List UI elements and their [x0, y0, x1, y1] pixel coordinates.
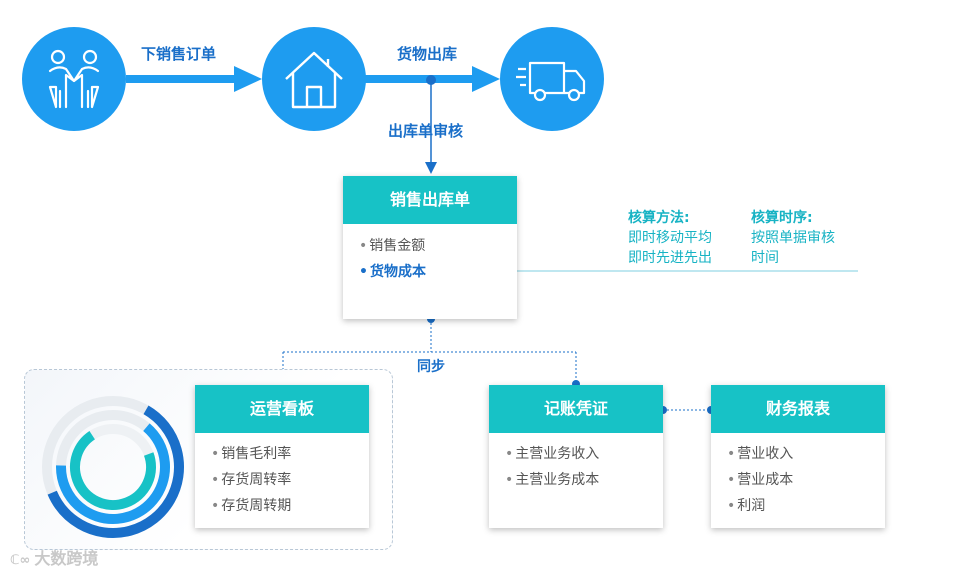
dashboard-item: •存货周转率: [211, 472, 292, 488]
dashboard-card: 运营看板 •销售毛利率 •存货周转率 •存货周转期: [195, 385, 369, 528]
costing-method-note: 核算方法: 即时移动平均 即时先进先出: [628, 208, 712, 268]
report-item: •营业收入: [727, 446, 794, 462]
dashboard-item: •存货周转期: [211, 498, 292, 514]
arrow-warehouse-to-delivery: [360, 66, 500, 92]
report-item-label: 营业收入: [737, 446, 794, 462]
outbound-item-label: 销售金额: [369, 238, 426, 254]
outbound-order-card: 销售出库单 •销售金额 •货物成本: [343, 176, 517, 319]
watermark-text: 大数跨境: [34, 549, 99, 568]
step-label-review: 出库单审核: [388, 122, 464, 140]
report-card: 财务报表 •营业收入 •营业成本 •利润: [711, 385, 885, 528]
warehouse-circle: [262, 27, 366, 131]
arrow-order-to-warehouse: [126, 66, 262, 92]
dashboard-item-label: 存货周转率: [221, 472, 292, 488]
dashboard-card-title: 运营看板: [195, 385, 369, 433]
voucher-item: •主营业务收入: [505, 446, 600, 462]
report-item: •营业成本: [727, 472, 794, 488]
report-item-label: 利润: [737, 498, 766, 514]
sync-label: 同步: [417, 359, 445, 375]
voucher-item-label: 主营业务收入: [515, 446, 600, 462]
costing-method-line: 即时先进先出: [628, 250, 712, 266]
watermark: ℂ∞大数跨境: [10, 545, 98, 569]
outbound-card-title: 销售出库单: [343, 176, 517, 224]
arrow-to-outbound-card: [425, 75, 437, 174]
costing-sequence-line: 时间: [751, 250, 779, 266]
costing-sequence-title: 核算时序:: [751, 210, 813, 226]
report-card-title: 财务报表: [711, 385, 885, 433]
voucher-item-label: 主营业务成本: [515, 472, 600, 488]
handshake-icon: [48, 49, 100, 109]
ring-chart-icon: [42, 396, 184, 538]
delivery-circle: [500, 27, 604, 131]
costing-sequence-note: 核算时序: 按照单据审核 时间: [751, 208, 835, 268]
report-item-label: 营业成本: [737, 472, 794, 488]
truck-icon: [516, 61, 586, 102]
voucher-item: •主营业务成本: [505, 472, 600, 488]
step-label-place-order: 下销售订单: [141, 45, 217, 63]
outbound-item-highlight: •货物成本: [359, 264, 426, 280]
costing-method-line: 即时移动平均: [628, 230, 712, 246]
costing-sequence-line: 按照单据审核: [751, 230, 835, 246]
dashboard-item-label: 销售毛利率: [221, 446, 292, 462]
step-label-ship-goods: 货物出库: [397, 45, 458, 63]
dashboard-item: •销售毛利率: [211, 446, 292, 462]
house-icon: [285, 51, 343, 109]
dashboard-item-label: 存货周转期: [221, 498, 292, 514]
costing-method-title: 核算方法:: [628, 210, 690, 226]
voucher-card-title: 记账凭证: [489, 385, 663, 433]
watermark-logo-icon: ℂ∞: [10, 553, 31, 568]
voucher-card: 记账凭证 •主营业务收入 •主营业务成本: [489, 385, 663, 528]
voucher-report-connector: [659, 406, 715, 414]
customer-circle: [22, 27, 126, 131]
outbound-item-label: 货物成本: [369, 264, 426, 280]
outbound-item: •销售金额: [359, 238, 426, 254]
report-item: •利润: [727, 498, 766, 514]
